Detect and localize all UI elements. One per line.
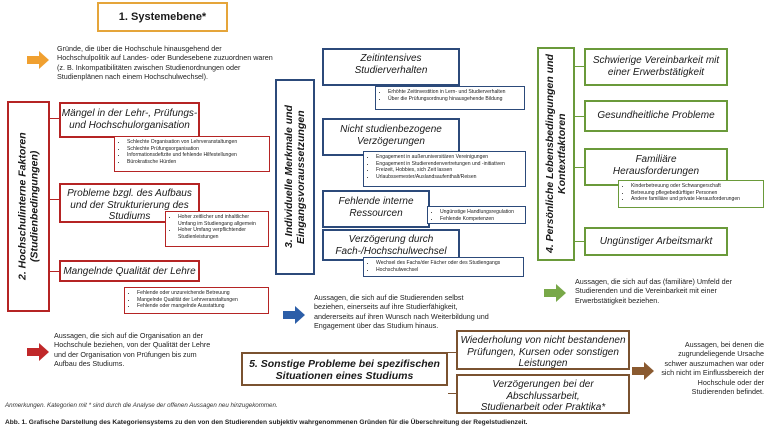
cat2-item-3-header: Mangelnde Qualität der Lehre [59, 260, 200, 282]
cat3-description: Aussagen, die sich auf die Studierenden … [314, 293, 489, 331]
cat5-connector [448, 352, 456, 353]
cat4-item-4-header: Ungünstiger Arbeitsmarkt [584, 227, 728, 256]
cat4-label-box: 4. Persönliche Lebensbedingungen und Kon… [537, 47, 575, 261]
cat3-item-4-header: Verzögerung durch Fach-/Hochschulwechsel [322, 229, 460, 261]
list-item: Informationsdefizite und fehlende Hilfes… [127, 152, 266, 159]
cat2-item-2-header: Probleme bzgl. des Aufbaus und der Struk… [59, 183, 200, 223]
cat5-item-2-header: Verzögerungen bei der Abschlussarbeit, S… [456, 374, 630, 414]
cat4-connector [575, 66, 584, 67]
system-level-description: Gründe, die über die Hochschule hinausge… [57, 44, 273, 82]
list-item: Engagement in außeruniversitären Vereini… [376, 154, 522, 161]
system-level-title: 1. Systemebene* [118, 11, 207, 23]
annotation-note: Anmerkungen. Kategorien mit * sind durch… [5, 402, 278, 409]
cat3-item-1-bullets: Erhöhte Zeitinvestition in Lern- und Stu… [375, 86, 525, 110]
list-item: Fehlende oder unzureichende Betreuung [137, 290, 265, 297]
cat2-item-3-bullets: Fehlende oder unzureichende Betreuung Ma… [124, 287, 269, 314]
list-item: Fehlende oder mangelnde Ausstattung [137, 303, 265, 310]
green-arrow-icon [544, 284, 566, 302]
cat2-connector [50, 118, 59, 119]
list-item: Engagement in Studierendenvertretungen u… [376, 161, 522, 168]
list-item: Fehlende Kompetenzen [440, 216, 522, 223]
cat3-item-1-header: Zeitintensives Studierverhalten [322, 48, 460, 86]
cat2-description: Aussagen, die sich auf die Organisation … [54, 331, 211, 369]
list-item: Urlaubssemester/Auslandsaufenthalt/Reise… [376, 174, 522, 181]
list-item: Schlechte Prüfungsorganisation [127, 146, 266, 153]
figure-caption: Abb. 1. Grafische Darstellung des Katego… [5, 419, 528, 426]
list-item: Hoher zeitlicher und inhaltlicher Umfang… [178, 214, 265, 227]
cat3-item-2-header: Nicht studienbezogene Verzögerungen [322, 118, 460, 156]
cat2-label-box: 2. Hochschulinterne Faktoren (Studienbed… [7, 101, 50, 312]
list-item: Andere familiäre und private Herausforde… [631, 196, 760, 203]
list-item: Kinderbetreuung oder Schwangerschaft [631, 183, 760, 190]
cat5-label: 5. Sonstige Probleme bei spezifischen Si… [249, 358, 440, 382]
list-item: Hochschulwechsel [376, 267, 520, 274]
red-arrow-icon [27, 343, 49, 361]
cat3-label-box: 3. Individuelle Merkmale und Eingangsvor… [275, 79, 315, 275]
cat2-item-2-bullets: Hoher zeitlicher und inhaltlicher Umfang… [165, 211, 269, 247]
cat4-item-1-header: Schwierige Vereinbarkeit mit einer Erwer… [584, 48, 728, 86]
cat3-label: 3. Individuelle Merkmale und Eingangsvor… [283, 105, 307, 249]
list-item: Über die Prüfungsordnung hinausgehende B… [388, 96, 521, 103]
cat4-connector [575, 167, 584, 168]
cat2-connector [50, 271, 59, 272]
cat2-item-1-bullets: Schlechte Organisation von Lehrveranstal… [114, 136, 270, 172]
cat3-item-3-header: Fehlende interne Ressourcen [322, 190, 430, 228]
list-item: Bürokratische Hürden [127, 159, 266, 166]
cat5-item-1-header: Wiederholung von nicht bestandenen Prüfu… [456, 330, 630, 370]
orange-arrow-icon [27, 51, 49, 69]
cat4-connector [575, 241, 584, 242]
list-item: Erhöhte Zeitinvestition in Lern- und Stu… [388, 89, 521, 96]
system-level-title-box: 1. Systemebene* [97, 2, 228, 32]
cat4-item-2-header: Gesundheitliche Probleme [584, 100, 728, 132]
cat3-item-2-bullets: Engagement in außeruniversitären Vereini… [363, 151, 526, 187]
cat4-label: 4. Persönliche Lebensbedingungen und Kon… [544, 54, 568, 254]
cat2-connector [50, 199, 59, 200]
brown-arrow-icon [632, 362, 654, 380]
list-item: Schlechte Organisation von Lehrveranstal… [127, 139, 266, 146]
list-item: Mangelnde Qualität der Lehrveranstaltung… [137, 297, 265, 304]
cat3-item-4-bullets: Wechsel des Fachs/der Fächer oder des St… [363, 257, 524, 277]
list-item: Freizeit, Hobbies, sich Zeit lassen [376, 167, 522, 174]
cat4-item-3-bullets: Kinderbetreuung oder Schwangerschaft Bet… [618, 180, 764, 208]
cat5-connector [448, 393, 456, 394]
cat4-item-3-header: Familiäre Herausforderungen [584, 148, 728, 186]
list-item: Betreuung pflegebedürftiger Personen [631, 190, 760, 197]
cat4-description: Aussagen, die sich auf das (familiäre) U… [575, 277, 732, 305]
list-item: Wechsel des Fachs/der Fächer oder des St… [376, 260, 520, 267]
blue-arrow-icon [283, 306, 305, 324]
list-item: Hoher Umfang verpflichtender Studienleis… [178, 227, 265, 240]
cat5-description: Aussagen, bei denen die zugrundeliegende… [661, 340, 764, 397]
cat2-item-1-header: Mängel in der Lehr-, Prüfungs- und Hochs… [59, 102, 200, 138]
cat5-label-box: 5. Sonstige Probleme bei spezifischen Si… [241, 352, 448, 386]
cat4-connector [575, 116, 584, 117]
list-item: Ungünstige Handlungsregulation [440, 209, 522, 216]
cat2-label: 2. Hochschulinterne Faktoren (Studienbed… [16, 132, 41, 281]
cat3-item-3-bullets: Ungünstige Handlungsregulation Fehlende … [427, 206, 526, 224]
